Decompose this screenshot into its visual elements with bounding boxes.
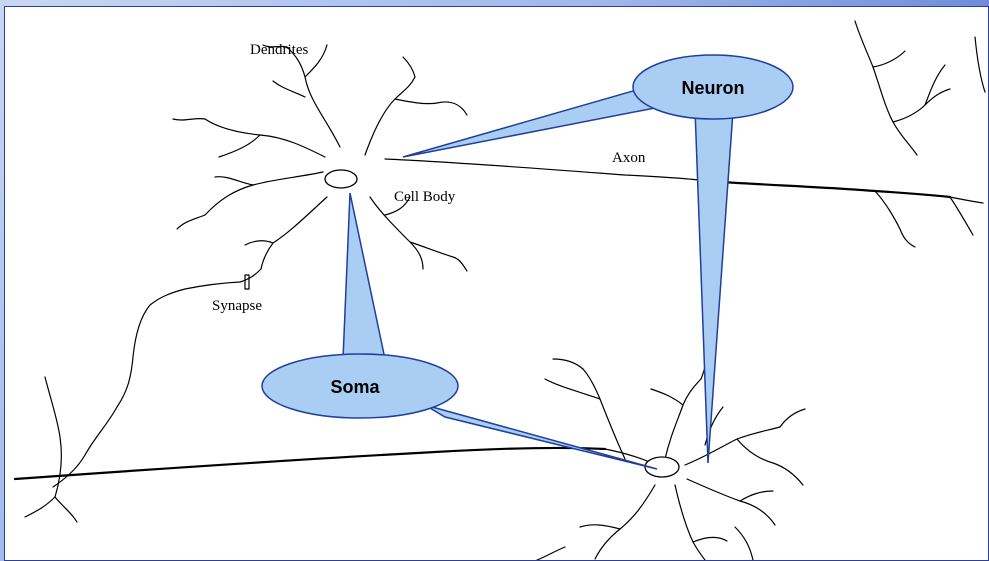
dendrite xyxy=(553,359,583,369)
axon-terminal xyxy=(875,191,915,247)
branch-nerve xyxy=(893,89,950,122)
dendrites-label: Dendrites xyxy=(250,42,308,58)
dendrite xyxy=(651,389,683,405)
dendrite xyxy=(245,241,273,245)
dendrite xyxy=(205,172,323,215)
dendrite xyxy=(595,485,655,559)
nerve-fiber xyxy=(53,455,85,487)
cell-body-upper xyxy=(325,170,357,188)
dendrite xyxy=(173,119,205,120)
neuron-callout: Neuron xyxy=(403,55,793,463)
dendrite xyxy=(735,527,753,560)
dendrite xyxy=(685,427,780,465)
dendrite xyxy=(177,215,205,229)
neuron-callout-pointer-2 xyxy=(695,109,733,463)
nerve-fiber xyxy=(25,497,55,517)
dendrite xyxy=(410,242,467,271)
nerve-fiber xyxy=(45,377,61,497)
dendrite xyxy=(395,99,467,115)
upper-neuron xyxy=(173,45,467,271)
cell-body-label: Cell Body xyxy=(394,189,456,205)
axon-terminal xyxy=(950,197,973,235)
dendrite xyxy=(687,479,775,525)
dendrite xyxy=(737,439,803,485)
dendrite xyxy=(287,47,340,147)
branch-nerve xyxy=(975,37,985,92)
diagram-canvas: Neuron Soma Dendrites Axon Cell Body Syn… xyxy=(4,6,989,561)
nerve-fiber xyxy=(85,269,261,455)
dendrite xyxy=(205,119,325,157)
soma-callout-pointer-1 xyxy=(343,193,385,359)
soma-callout-text: Soma xyxy=(330,377,380,397)
dendrite xyxy=(583,369,625,459)
soma-callout: Soma xyxy=(262,193,657,469)
dendrite xyxy=(370,197,423,269)
neuron-callout-text: Neuron xyxy=(682,78,745,98)
branch-nerve xyxy=(873,51,905,67)
synapse-label: Synapse xyxy=(212,298,262,314)
dendrite xyxy=(261,197,327,269)
dendrite xyxy=(740,491,773,501)
dendrite xyxy=(675,485,705,560)
neuron-diagram: Neuron Soma Dendrites Axon Cell Body Syn… xyxy=(5,7,988,560)
nerve-fiber xyxy=(55,497,77,522)
axon-lower xyxy=(15,448,605,479)
dendrite xyxy=(537,547,565,560)
dendrite xyxy=(365,77,415,155)
synapse-marker xyxy=(245,275,249,289)
dendrite xyxy=(693,537,727,542)
axon-label: Axon xyxy=(612,150,646,166)
branch-nerve xyxy=(925,65,945,105)
dendrite xyxy=(403,57,415,77)
dendrite xyxy=(273,81,305,97)
dendrite xyxy=(215,177,253,185)
branch-nerve xyxy=(855,21,917,155)
axon-end xyxy=(950,197,983,203)
soma-callout-pointer-2 xyxy=(425,405,657,469)
dendrite xyxy=(580,525,620,529)
axon-upper-thin xyxy=(385,159,705,181)
neuron-callout-pointer-1 xyxy=(403,89,660,157)
dendrite xyxy=(780,409,805,427)
dendrite xyxy=(665,379,701,459)
dendrite xyxy=(219,135,260,157)
axon-upper-thick xyxy=(705,181,950,197)
